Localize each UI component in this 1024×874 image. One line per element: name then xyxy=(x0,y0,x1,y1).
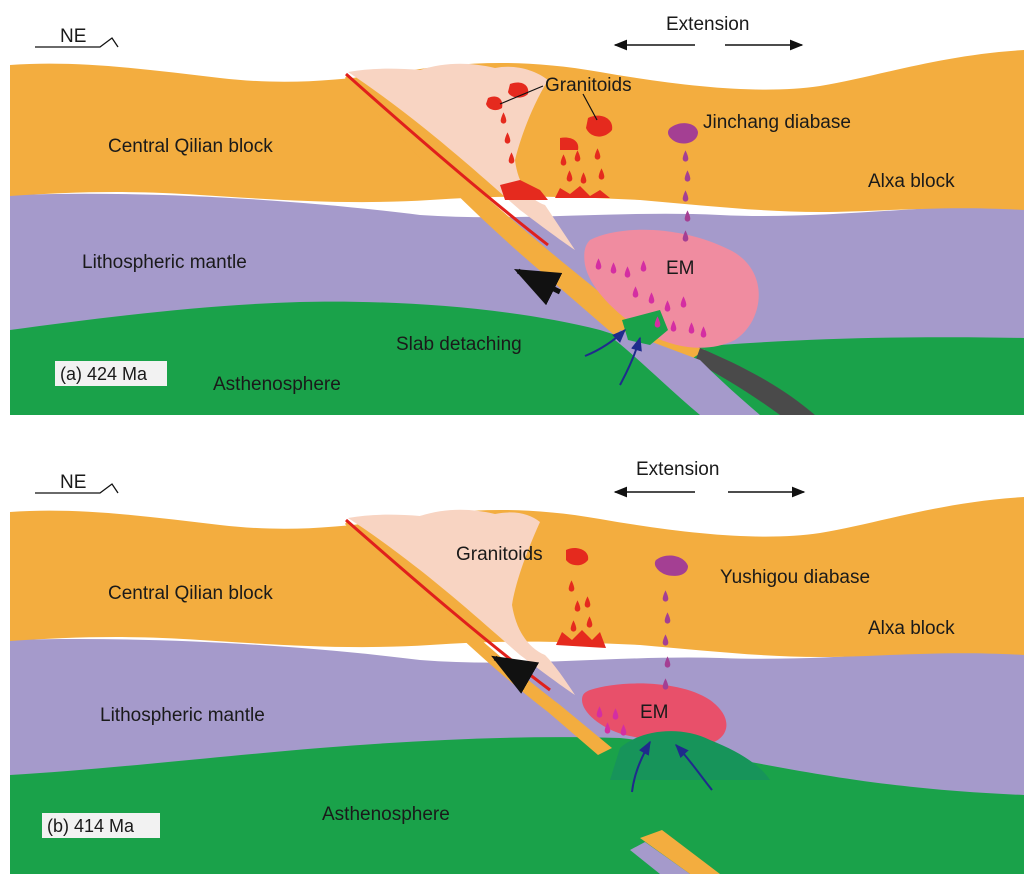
lithospheric-mantle-label: Lithospheric mantle xyxy=(82,252,247,273)
lithospheric-mantle-label: Lithospheric mantle xyxy=(100,705,265,726)
extension-label: Extension xyxy=(636,459,719,480)
granitoids-label: Granitoids xyxy=(456,544,543,565)
direction-label: NE xyxy=(60,472,86,493)
alxa-block-label: Alxa block xyxy=(868,171,955,192)
panel-b: NE Extension Granitoids Yushigou diabase… xyxy=(10,459,1024,874)
panel-b-tag: (b) 414 Ma xyxy=(47,816,135,836)
panel-a-tag: (a) 424 Ma xyxy=(60,364,148,384)
slab-detaching-label: Slab detaching xyxy=(396,334,522,355)
alxa-block-label: Alxa block xyxy=(868,618,955,639)
granitoids-label: Granitoids xyxy=(545,75,632,96)
central-block-label: Central Qilian block xyxy=(108,136,273,157)
em-label: EM xyxy=(640,702,669,723)
extension-label: Extension xyxy=(666,14,749,35)
panel-a: NE Extension Granitoids Jinchang diabase… xyxy=(10,14,1024,415)
asthenosphere-label: Asthenosphere xyxy=(213,374,341,395)
asthenosphere-label: Asthenosphere xyxy=(322,804,450,825)
direction-label: NE xyxy=(60,26,86,47)
diabase-label: Jinchang diabase xyxy=(703,112,851,133)
central-block-label: Central Qilian block xyxy=(108,583,273,604)
em-label: EM xyxy=(666,258,695,279)
diabase-label: Yushigou diabase xyxy=(720,567,870,588)
